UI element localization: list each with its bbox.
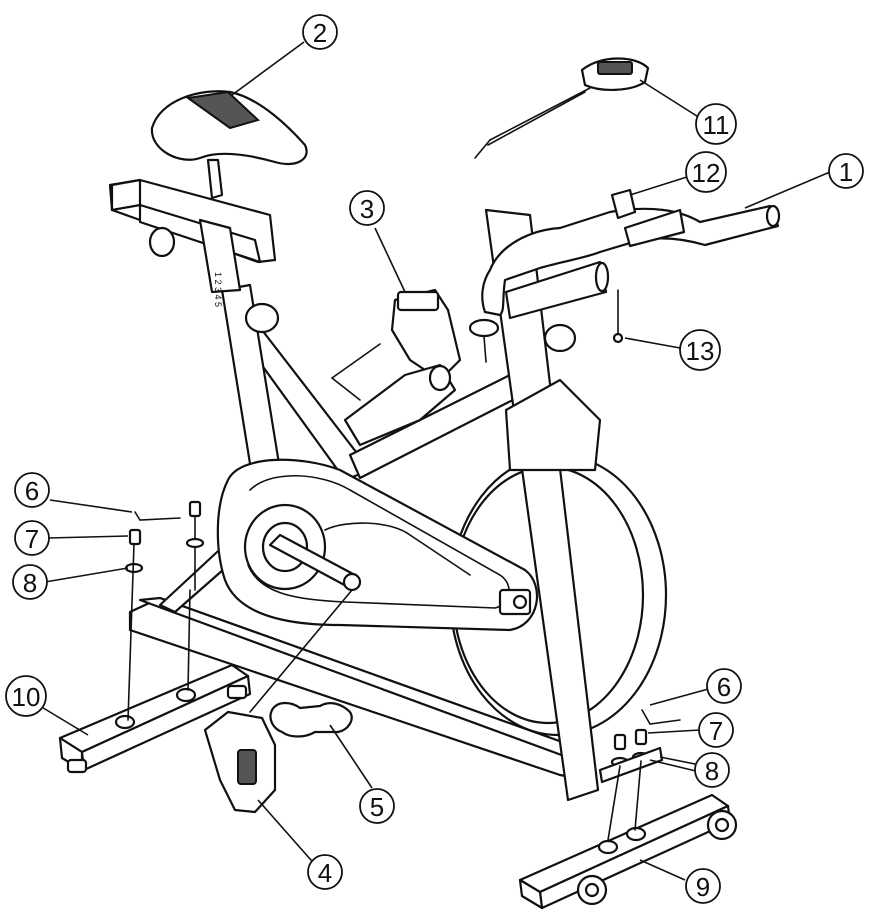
seat-tube bbox=[220, 283, 282, 478]
console-bracket bbox=[610, 188, 637, 220]
handlebar bbox=[481, 204, 781, 320]
callout-13-label: 13 bbox=[686, 336, 715, 366]
callout-10-label: 10 bbox=[12, 682, 41, 712]
seat-slider-knob bbox=[148, 226, 176, 258]
callout-5: 5 bbox=[359, 788, 395, 824]
tension-knob bbox=[468, 318, 500, 363]
callout-11: 11 bbox=[695, 103, 737, 145]
callout-5-label: 5 bbox=[370, 792, 384, 822]
callout-1-label: 1 bbox=[839, 157, 853, 187]
screw-13 bbox=[612, 289, 624, 344]
callout-1: 1 bbox=[828, 153, 864, 189]
callout-7-right-label: 7 bbox=[709, 716, 723, 746]
console bbox=[474, 57, 650, 159]
callout-12: 12 bbox=[685, 151, 727, 193]
hardware-left bbox=[124, 500, 205, 721]
front-fork bbox=[484, 208, 602, 802]
seatpost-marks: 1 2 3 4 5 bbox=[213, 272, 223, 307]
callout-6-right-label: 6 bbox=[717, 672, 731, 702]
callout-2-label: 2 bbox=[313, 18, 327, 48]
callout-6-right: 6 bbox=[706, 668, 742, 704]
callout-6-left: 6 bbox=[14, 472, 50, 508]
pedal bbox=[203, 589, 353, 814]
callout-4-label: 4 bbox=[318, 858, 332, 888]
leader-lines bbox=[29, 41, 831, 881]
brake-assembly bbox=[498, 588, 532, 616]
callout-6-left-label: 6 bbox=[25, 476, 39, 506]
pedal-strap bbox=[269, 701, 353, 738]
callout-3: 3 bbox=[349, 190, 385, 226]
callout-9-label: 9 bbox=[696, 872, 710, 902]
bottle-cage bbox=[331, 288, 462, 447]
callout-2: 2 bbox=[302, 14, 338, 50]
callout-11-label: 11 bbox=[703, 110, 730, 140]
callout-10: 10 bbox=[5, 675, 47, 717]
callout-8-left-label: 8 bbox=[23, 568, 37, 598]
callout-7-left-label: 7 bbox=[25, 524, 39, 554]
callout-8-right-label: 8 bbox=[705, 756, 719, 786]
front-stabilizer bbox=[518, 793, 738, 910]
callout-8-left: 8 bbox=[12, 564, 48, 600]
saddle bbox=[150, 90, 308, 200]
seat-tube-knob bbox=[244, 302, 280, 334]
callout-8-right: 8 bbox=[694, 752, 730, 788]
callout-4: 4 bbox=[307, 854, 343, 890]
callout-7-left: 7 bbox=[14, 520, 50, 556]
seat-slider: 1 2 3 4 5 bbox=[108, 178, 277, 307]
rear-stabilizer bbox=[58, 663, 252, 774]
callout-3-label: 3 bbox=[360, 194, 374, 224]
handlebar-post-knob bbox=[543, 323, 577, 353]
callout-13: 13 bbox=[679, 329, 721, 371]
callout-12-label: 12 bbox=[692, 158, 721, 188]
callout-9: 9 bbox=[685, 868, 721, 904]
callout-7-right: 7 bbox=[698, 712, 734, 748]
hardware-right bbox=[598, 709, 681, 841]
